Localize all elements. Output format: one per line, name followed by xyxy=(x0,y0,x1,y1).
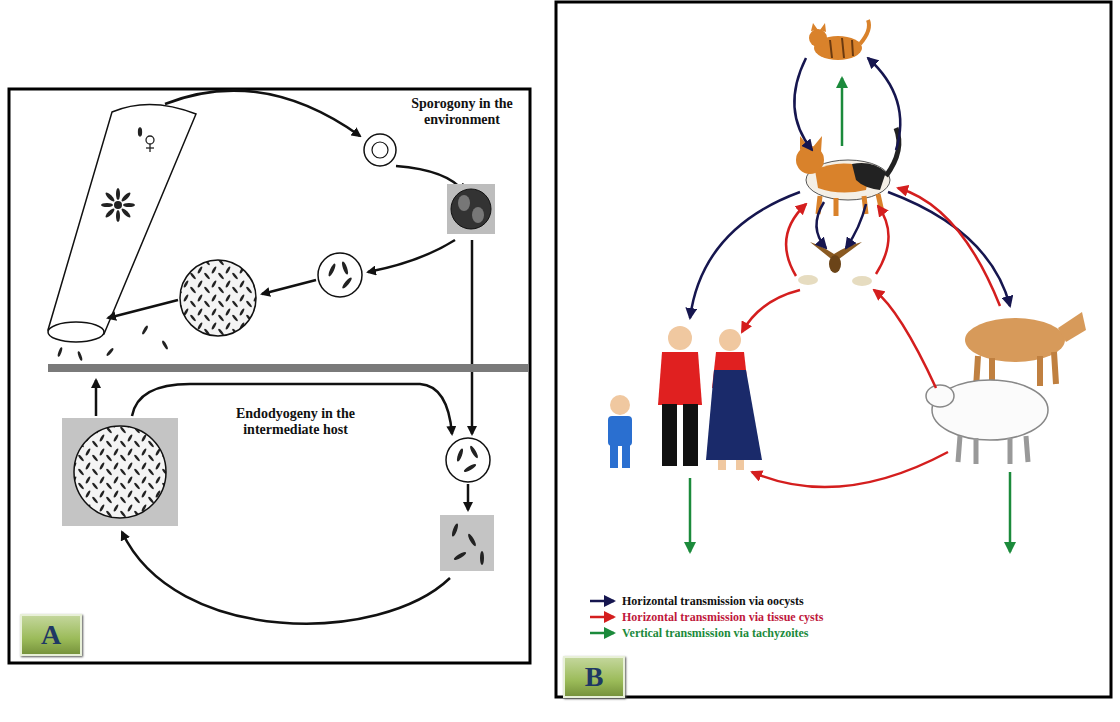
panel-letter: B xyxy=(585,661,604,693)
legend-arrow-samples xyxy=(590,601,614,633)
panel-letter-box: B xyxy=(563,656,625,698)
panel-letter: A xyxy=(41,619,61,651)
parasite-stages xyxy=(48,134,528,571)
human-figures xyxy=(608,326,762,470)
kitten-figure xyxy=(809,20,869,60)
panel-letter-box: A xyxy=(20,614,82,656)
stage-label: Endodyogeny in the intermediate host xyxy=(208,406,383,438)
panel-a xyxy=(9,89,530,663)
bird-and-mice xyxy=(798,242,872,286)
cycle-arrows xyxy=(96,91,472,624)
host-divider-bar xyxy=(48,364,528,372)
goat-and-sheep xyxy=(926,312,1086,464)
legend-text: Horizontal transmission via tissue cysts xyxy=(622,610,823,624)
legend-text: Vertical transmission via tachyzoites xyxy=(622,626,809,640)
panel-b xyxy=(556,2,1111,697)
panel-frame xyxy=(556,2,1111,697)
cat-figure xyxy=(796,128,899,216)
intestine-tube xyxy=(48,104,196,342)
stage-label: Sporogony in the environment xyxy=(396,96,528,128)
legend-text: Horizontal transmission via oocysts xyxy=(622,594,804,608)
panel-frame xyxy=(9,89,530,663)
transmission-arrows xyxy=(690,58,1010,552)
